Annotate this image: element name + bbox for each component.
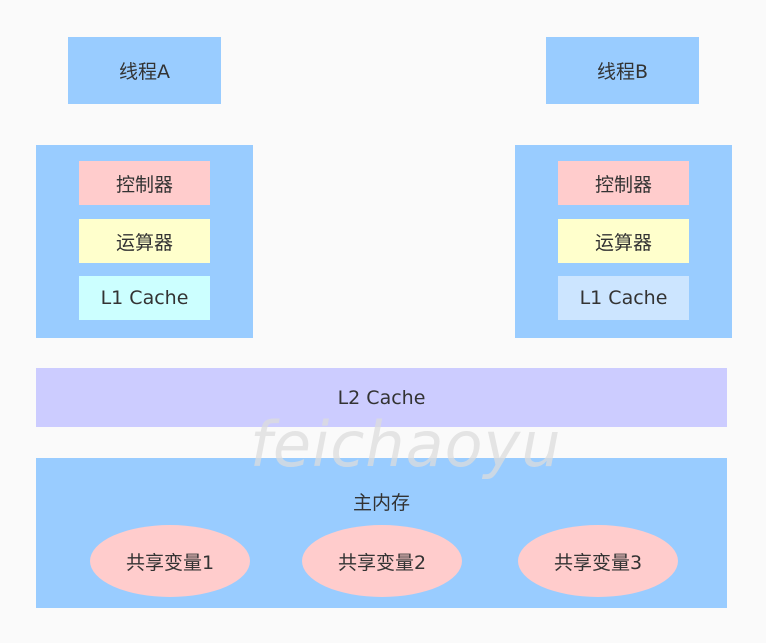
shared-variable-2: 共享变量2 bbox=[302, 525, 462, 597]
thread-b-box: 线程B bbox=[546, 37, 699, 104]
cpu-b-l1-cache: L1 Cache bbox=[558, 276, 689, 320]
shared-variable-1: 共享变量1 bbox=[90, 525, 250, 597]
cpu-b-box: 控制器 运算器 L1 Cache bbox=[515, 145, 732, 338]
cpu-b-l1-cache-label: L1 Cache bbox=[579, 287, 668, 309]
cpu-b-controller: 控制器 bbox=[558, 161, 689, 205]
cpu-a-controller-label: 控制器 bbox=[115, 173, 173, 196]
shared-variable-1-label: 共享变量1 bbox=[125, 551, 215, 574]
shared-variable-2-label: 共享变量2 bbox=[337, 551, 427, 574]
cpu-a-box: 控制器 运算器 L1 Cache bbox=[36, 145, 253, 338]
thread-a-label: 线程A bbox=[119, 61, 170, 83]
cpu-b-alu-label: 运算器 bbox=[594, 231, 652, 254]
cpu-a-l1-cache-label: L1 Cache bbox=[100, 287, 189, 309]
cpu-a-l1-cache: L1 Cache bbox=[79, 276, 210, 320]
thread-a-box: 线程A bbox=[68, 37, 221, 104]
main-memory-label-wrap: 主内存 bbox=[36, 488, 727, 514]
main-memory-label: 主内存 bbox=[352, 491, 410, 514]
cpu-b-controller-label: 控制器 bbox=[594, 173, 652, 196]
l2-cache-box: L2 Cache bbox=[36, 368, 727, 427]
shared-variable-3: 共享变量3 bbox=[518, 525, 678, 597]
cpu-b-alu: 运算器 bbox=[558, 219, 689, 263]
l2-cache-label: L2 Cache bbox=[337, 386, 426, 409]
cpu-a-alu-label: 运算器 bbox=[115, 231, 173, 254]
shared-variable-3-label: 共享变量3 bbox=[553, 551, 643, 574]
cpu-a-controller: 控制器 bbox=[79, 161, 210, 205]
cpu-a-alu: 运算器 bbox=[79, 219, 210, 263]
thread-b-label: 线程B bbox=[596, 61, 649, 83]
